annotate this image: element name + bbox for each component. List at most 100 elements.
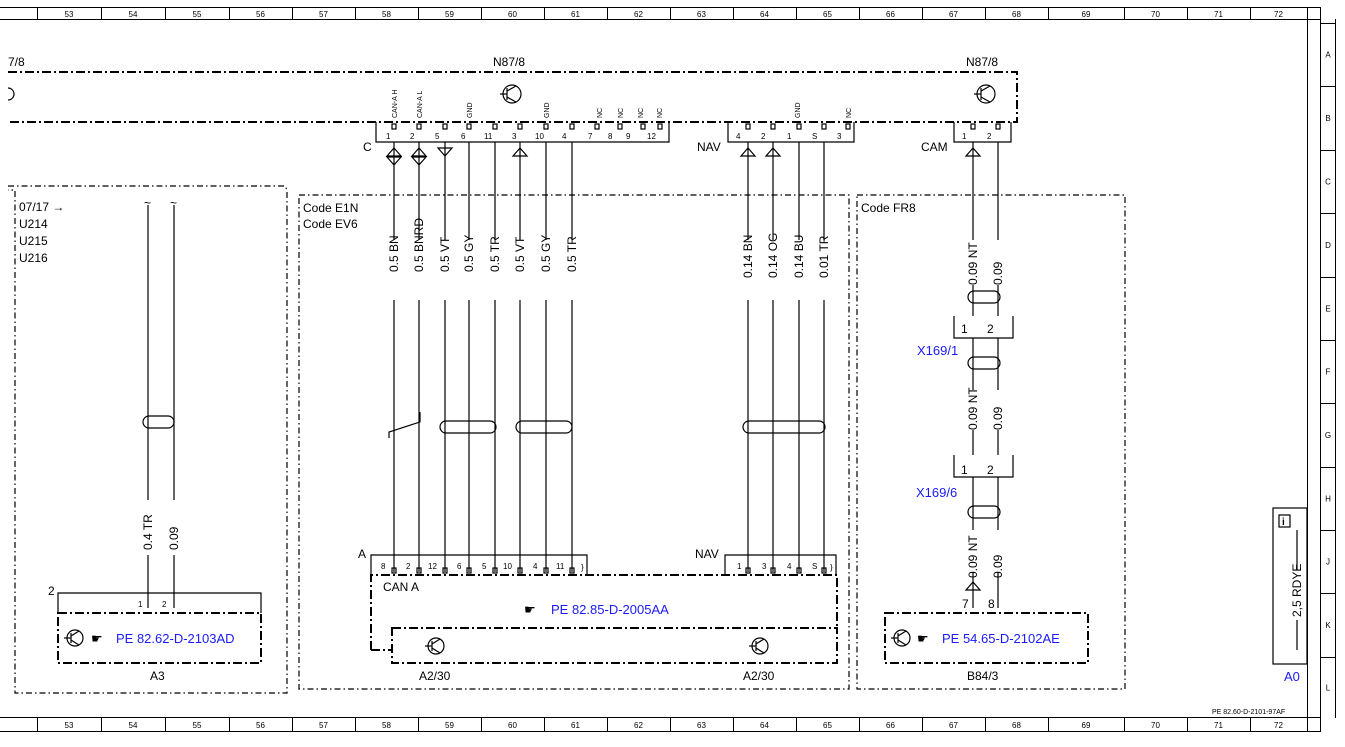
- grid-row-letter: A: [1325, 51, 1331, 60]
- wire-label: 0.14 BU: [792, 235, 806, 278]
- wire-label: 0.09: [991, 554, 1005, 578]
- arrow-marker: [410, 147, 428, 157]
- connector-a-label: A: [358, 547, 366, 561]
- reference-link[interactable]: PE 82.62-D-2103AD: [116, 631, 235, 646]
- grid-row-letter: L: [1326, 684, 1331, 693]
- pin-number: 8: [608, 132, 613, 141]
- wire-label: 0.09 NT: [966, 535, 980, 578]
- grid-column-number: 57: [319, 721, 328, 730]
- pin-number: 9: [626, 132, 631, 141]
- code-line: U214: [19, 217, 48, 231]
- grid-column-number: 55: [193, 10, 202, 19]
- pin-number: 4: [562, 132, 567, 141]
- pin-number: 4: [736, 132, 741, 141]
- grid-row-letter: H: [1325, 495, 1331, 504]
- pin-marker: [517, 123, 523, 130]
- reference-link[interactable]: PE 82.85-D-2005AA: [551, 602, 669, 617]
- pin-function-label: NC: [597, 108, 604, 118]
- pin-marker: [416, 123, 422, 130]
- pin-marker: [796, 123, 802, 130]
- connector-nav-bottom-label: NAV: [695, 547, 719, 561]
- pin-number: S: [812, 562, 817, 571]
- splice-label: X169/1: [917, 343, 958, 358]
- wire-label: 0.4 TR: [141, 514, 155, 550]
- grid-column-number: 72: [1274, 10, 1283, 19]
- pin-number: 10: [535, 132, 544, 141]
- pin-number: 1: [787, 132, 792, 141]
- pin-function-label: NC: [638, 108, 645, 118]
- grid-row-letter: F: [1326, 368, 1331, 377]
- arrow-marker: [964, 581, 982, 591]
- splice-pin: 1: [961, 463, 968, 477]
- grid-column-number: 54: [129, 10, 138, 19]
- grid-column-number: 61: [571, 10, 580, 19]
- arrow-marker: [410, 156, 428, 166]
- pin-marker: [745, 123, 751, 130]
- pin-number: 1: [962, 132, 967, 141]
- grid-column-number: 54: [129, 721, 138, 730]
- grid-column-number: 69: [1082, 721, 1091, 730]
- component-can-a: CAN A ☛ PE 82.85-D-2005AA A2/30 A2/30: [370, 574, 838, 683]
- pin-marker: [821, 567, 827, 574]
- splice-label: X169/6: [916, 485, 957, 500]
- component-label: A2/30: [419, 669, 451, 683]
- can-a-label: CAN A: [383, 580, 419, 594]
- pin-marker: [745, 567, 751, 574]
- pin-function-label: CAN-A L: [417, 91, 424, 118]
- connector-nav-label: NAV: [697, 140, 721, 154]
- wire-label: 0.5 VT: [513, 236, 527, 272]
- pin-number: 2: [406, 562, 411, 571]
- wires: ~~: [144, 142, 999, 608]
- transistor-icon: [749, 637, 769, 655]
- pin-number: 2: [987, 132, 992, 141]
- pin-number: 10: [503, 562, 512, 571]
- wire-label: 0.09 NT: [966, 387, 980, 430]
- pin-function-label: GND: [467, 102, 474, 118]
- transistor-icon: [425, 637, 445, 655]
- pin-number: 3: [762, 562, 767, 571]
- pin-marker: [821, 123, 827, 130]
- grid-column-number: 67: [949, 721, 958, 730]
- grid-column-number: 68: [1012, 10, 1021, 19]
- splice-x169-1: 1 2 X169/1: [917, 316, 1014, 358]
- wire-label: 0.5 BN: [387, 235, 401, 272]
- twisted-pairs: [142, 290, 1001, 519]
- wire-label: 0.5 BNRD: [412, 218, 426, 272]
- component-label: B84/3: [967, 669, 999, 683]
- wire-label: 0.09: [167, 526, 181, 550]
- reference-link[interactable]: PE 54.65-D-2102AE: [942, 631, 1060, 646]
- grid-row-letter: C: [1325, 178, 1331, 187]
- pin-marker: [466, 123, 472, 130]
- pin-number: 4: [787, 562, 792, 571]
- grid-column-number: 62: [634, 721, 643, 730]
- pin-function-label: GND: [795, 102, 802, 118]
- pin-marker: [770, 123, 776, 130]
- pin-marker: [617, 123, 623, 130]
- connector-number: 2: [48, 584, 55, 598]
- wire-label: 0.14 BN: [741, 235, 755, 278]
- wire-label: 0.5 VT: [438, 236, 452, 272]
- grid-column-number: 65: [823, 721, 832, 730]
- transistor-icon: [891, 629, 911, 647]
- pin-marker: [845, 123, 851, 130]
- pin-number: 6: [461, 132, 466, 141]
- grid-column-number: 56: [256, 721, 265, 730]
- grid-column-number: 70: [1151, 721, 1160, 730]
- pointing-hand-icon: ☛: [524, 602, 536, 617]
- pin-marker: [569, 123, 575, 130]
- pin-marker: [970, 123, 976, 130]
- component-label: A3: [150, 669, 165, 683]
- arrow-marker: [385, 147, 403, 157]
- pin-function-label: CAN-A H: [392, 90, 399, 118]
- pin-function-label: NC: [618, 108, 625, 118]
- connector-nav-top: NAV: [697, 122, 855, 154]
- splice-x169-6: 1 2 X169/6: [916, 455, 1014, 500]
- pin-marker: [770, 567, 776, 574]
- wire-label: 0.01 TR: [817, 235, 831, 278]
- pin-number: 12: [647, 132, 656, 141]
